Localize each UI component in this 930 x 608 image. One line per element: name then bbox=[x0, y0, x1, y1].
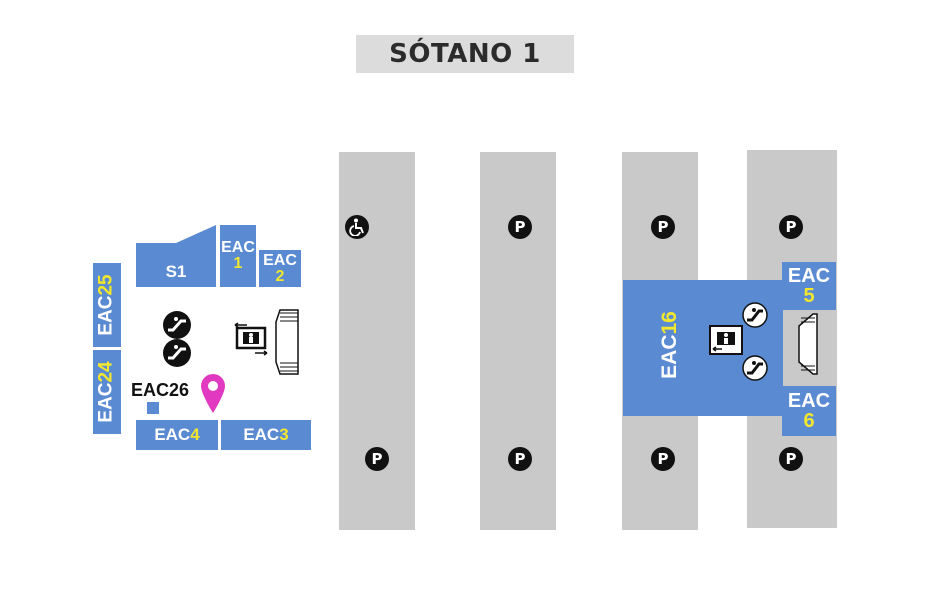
zone-eac16[interactable] bbox=[623, 280, 783, 416]
stairs-icon bbox=[791, 312, 819, 376]
elevator-icon bbox=[709, 325, 743, 355]
wheelchair-icon bbox=[345, 215, 369, 239]
zone-eac16-label: EAC16 bbox=[658, 311, 682, 379]
zone-s1-label: S1 bbox=[165, 262, 187, 281]
zone-s1[interactable] bbox=[136, 225, 218, 287]
parking-marker: P bbox=[508, 215, 532, 239]
zone-eac26[interactable] bbox=[147, 402, 159, 414]
zone-eac24[interactable]: EAC24 bbox=[93, 350, 121, 434]
elevator-icon bbox=[233, 322, 269, 356]
zone-eac26-label: EAC26 bbox=[131, 380, 190, 400]
stairs-icon bbox=[274, 308, 302, 376]
zone-eac5[interactable]: EAC 5 bbox=[782, 262, 836, 310]
parking-marker: P bbox=[779, 447, 803, 471]
escalator-icon bbox=[742, 355, 768, 381]
escalator-icon bbox=[162, 310, 192, 340]
location-pin-icon[interactable] bbox=[199, 372, 227, 414]
parking-marker: P bbox=[508, 447, 532, 471]
parking-marker: P bbox=[365, 447, 389, 471]
parking-marker: P bbox=[651, 215, 675, 239]
page-title: SÓTANO 1 bbox=[356, 35, 574, 73]
zone-eac25[interactable]: EAC25 bbox=[93, 263, 121, 347]
parking-lane-2 bbox=[480, 152, 556, 530]
zone-eac2[interactable]: EAC 2 bbox=[259, 250, 301, 287]
parking-marker: P bbox=[779, 215, 803, 239]
parking-marker: P bbox=[651, 447, 675, 471]
escalator-icon bbox=[742, 302, 768, 328]
zone-eac1[interactable]: EAC 1 bbox=[220, 225, 256, 287]
escalator-icon bbox=[162, 338, 192, 368]
zone-eac6[interactable]: EAC 6 bbox=[782, 386, 836, 436]
parking-lane-1 bbox=[339, 152, 415, 530]
